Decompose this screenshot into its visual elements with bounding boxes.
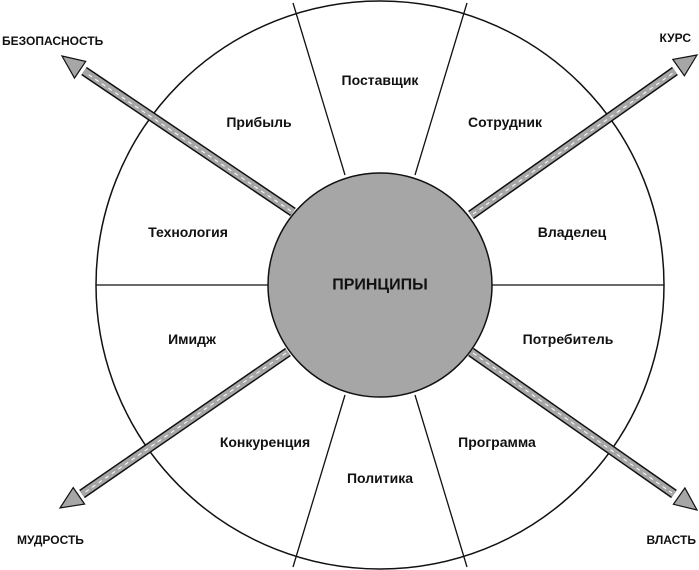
corner-label-course: КУРС [660,31,692,45]
segment-label-policy: Политика [347,470,413,486]
direction-arrows [58,54,699,511]
corner-label-power: ВЛАСТЬ [647,533,697,547]
segment-labels: Поставщик Сотрудник Владелец Потребитель… [148,72,614,486]
segment-label-supplier: Поставщик [342,72,420,88]
center-label: ПРИНЦИПЫ [332,277,428,294]
arrow-top-left [60,55,296,217]
segment-label-consumer: Потребитель [523,331,614,347]
divider-line [414,2,468,176]
center-circle [267,172,493,398]
arrow-bottom-right [468,347,699,511]
corner-label-security: БЕЗОПАСНОСТЬ [2,34,104,48]
segment-dividers [96,2,664,568]
segment-label-competition: Конкуренция [220,434,310,450]
arrow-top-right [468,54,699,220]
corner-labels: БЕЗОПАСНОСТЬ КУРС МУДРОСТЬ ВЛАСТЬ [2,31,696,547]
corner-label-wisdom: МУДРОСТЬ [17,533,84,547]
segment-label-technology: Технология [148,224,228,240]
segment-label-image: Имидж [168,331,217,347]
divider-line [292,2,346,176]
segment-label-owner: Владелец [538,224,607,240]
divider-line [414,394,468,568]
segment-label-program: Программа [458,434,536,450]
divider-line [292,394,346,568]
segment-label-employee: Сотрудник [468,114,543,130]
arrow-bottom-left [58,347,291,509]
segment-label-profit: Прибыль [226,114,292,130]
